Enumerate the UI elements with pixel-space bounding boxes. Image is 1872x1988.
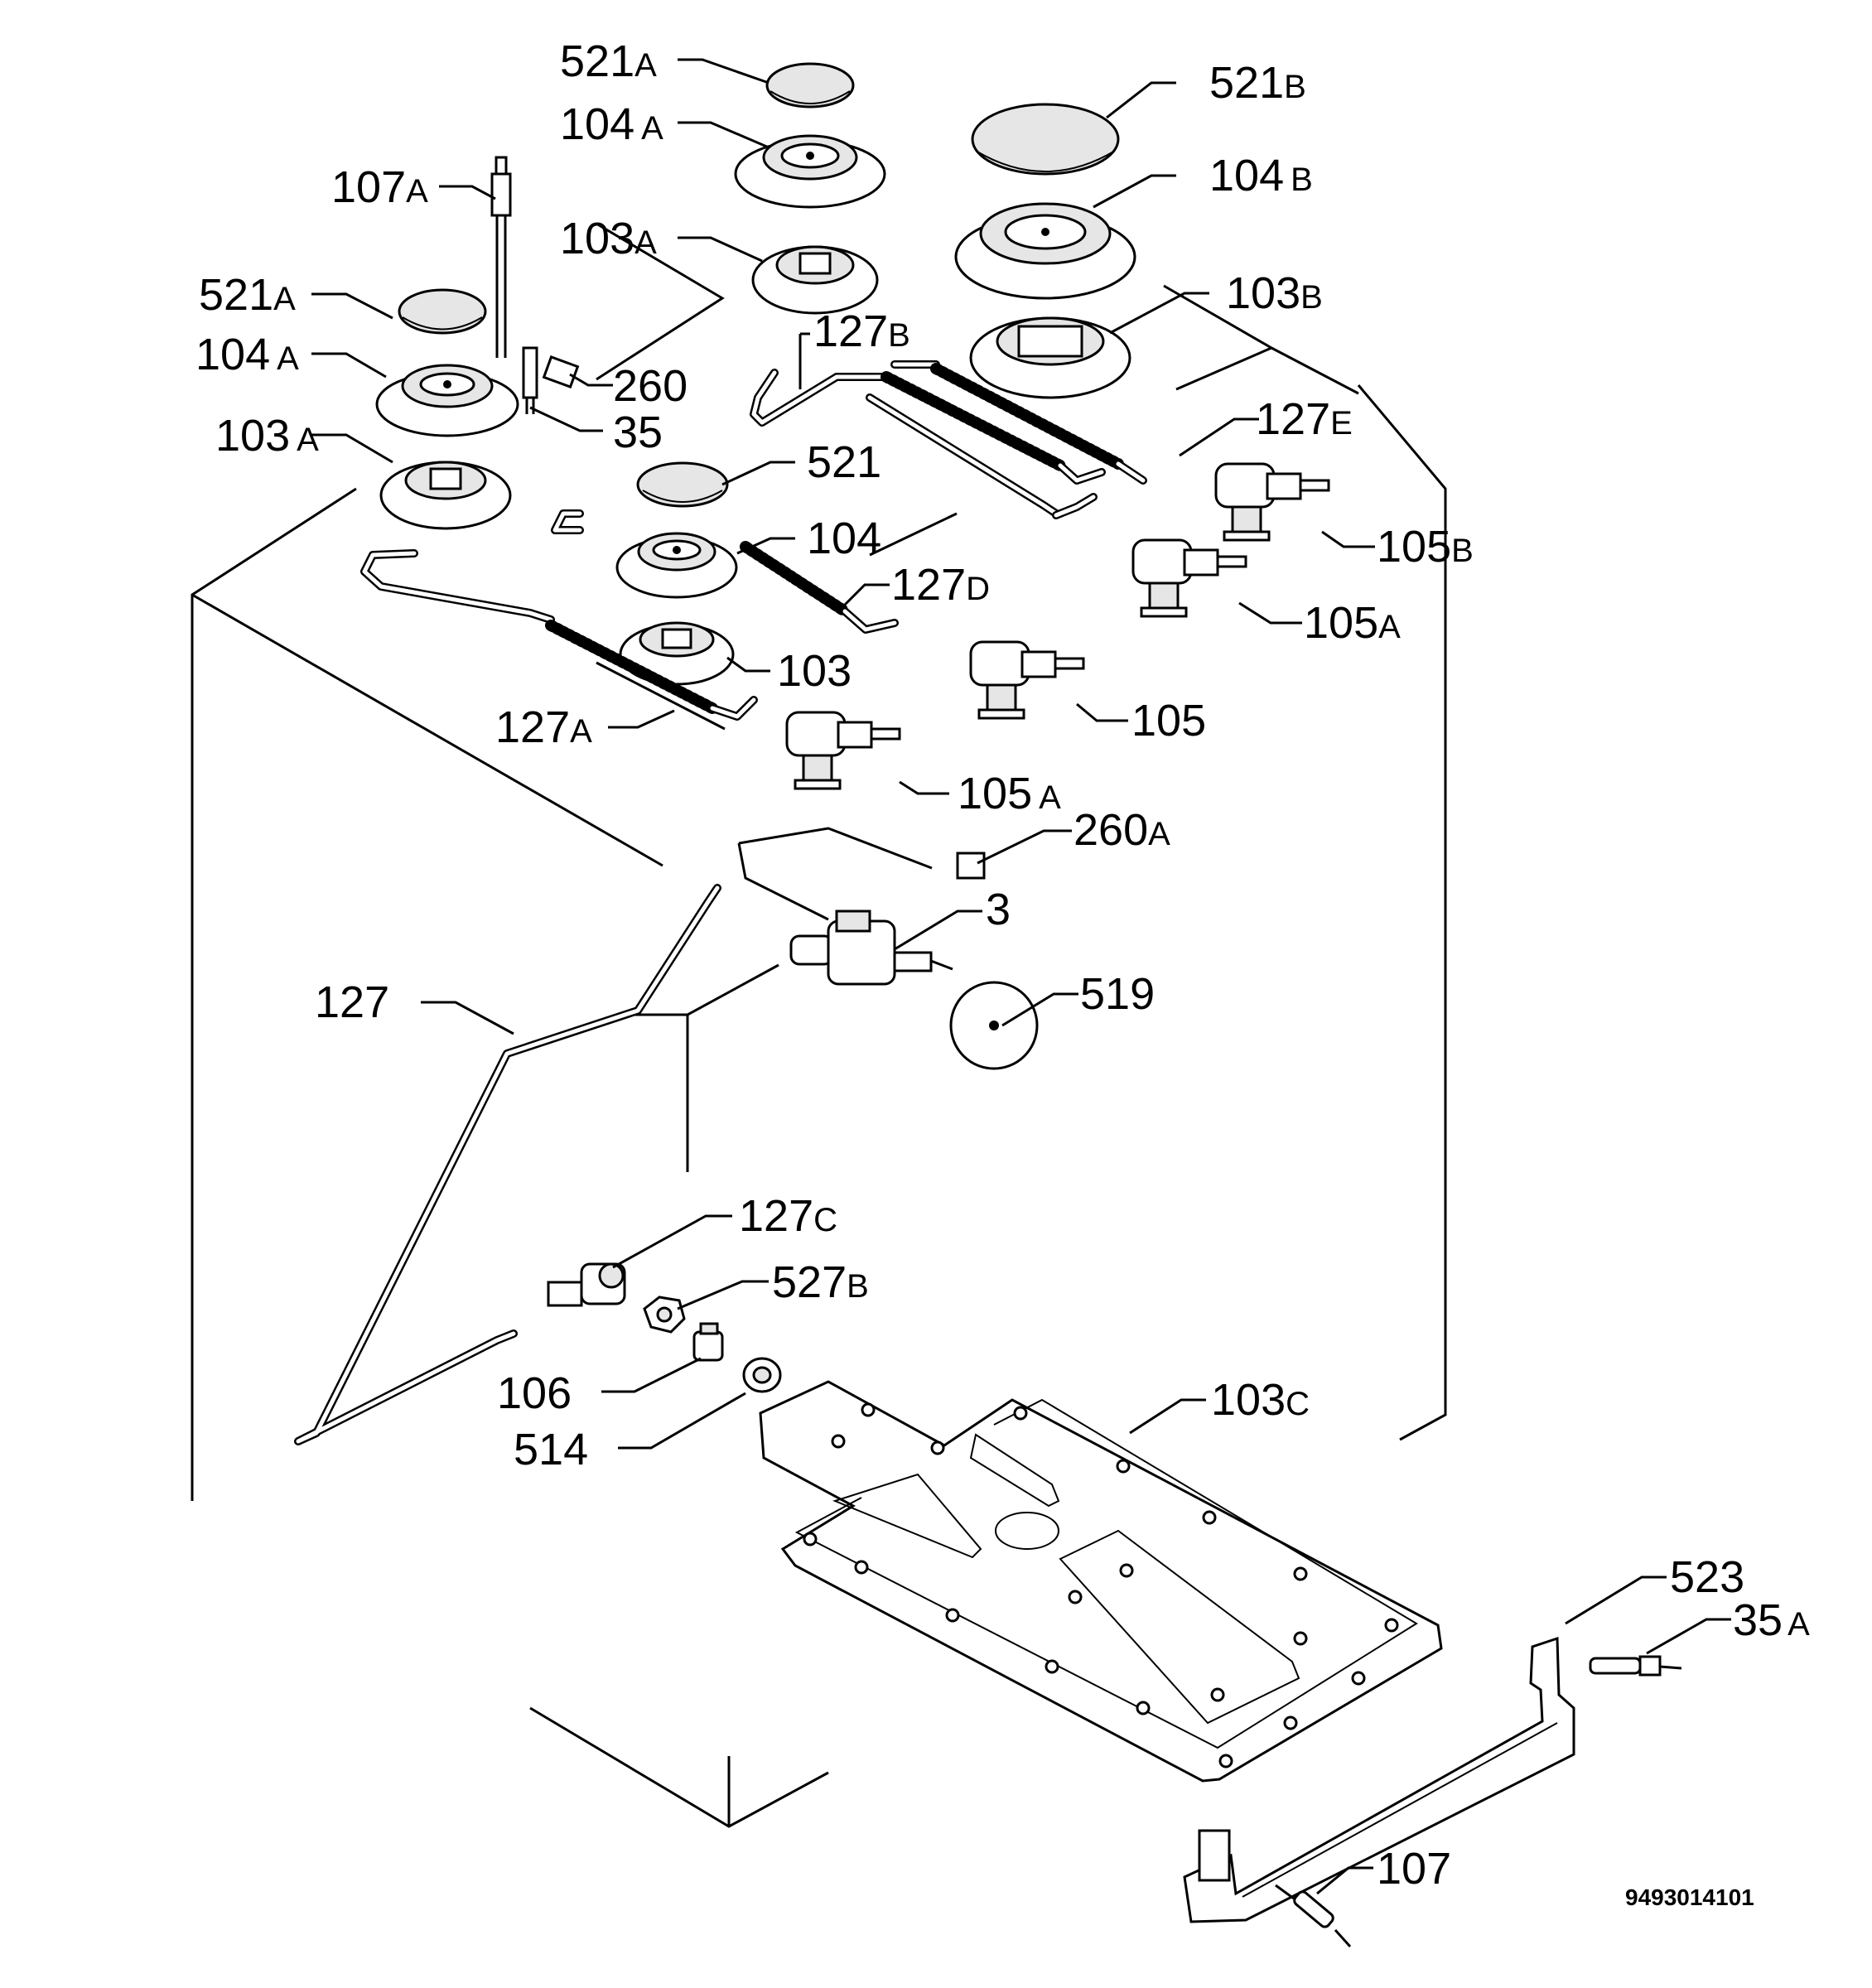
burner-base-103 (619, 621, 735, 686)
bush-514 (742, 1357, 782, 1393)
label-521b: 521B (1209, 58, 1306, 108)
label-527b: 527B (772, 1257, 869, 1307)
label-260a: 260A (1074, 805, 1170, 855)
label-514: 514 (514, 1425, 588, 1474)
thermocouple-107a (490, 156, 512, 358)
thermostat-clip-260a (956, 852, 986, 880)
label-105: 105 (1131, 696, 1206, 746)
label-103b: 103B (1226, 268, 1323, 318)
burner-cap-521a-left (398, 288, 487, 335)
label-523: 523 (1670, 1552, 1744, 1602)
label-127c: 127C (739, 1191, 837, 1241)
burner-base-103a-top (751, 245, 879, 315)
label-521: 521 (807, 437, 881, 487)
document-number: 9493014101 (1625, 1884, 1754, 1910)
hex-nut-527b (643, 1296, 686, 1334)
label-127b: 127B (813, 306, 910, 356)
label-35: 35 (613, 408, 663, 457)
label-3: 3 (986, 885, 1011, 934)
label-521a-left: 521A (199, 270, 296, 320)
burner-crown-104b (954, 202, 1136, 300)
label-521a-top: 521A (560, 36, 657, 86)
gas-tap-105 (969, 640, 1085, 720)
burner-crown-104a-top (734, 134, 886, 209)
label-105a-right: 105A (1304, 598, 1401, 648)
spark-electrode-35 (522, 346, 538, 414)
gas-tap-105a-right (1131, 538, 1247, 618)
label-103a-top: 103A (560, 214, 657, 263)
burner-cap-521a-top (765, 62, 855, 109)
leader-lines (311, 58, 1731, 1895)
burner-bracket-523 (1183, 1636, 1575, 1923)
oven-gas-valve-3 (789, 910, 953, 986)
injector-106 (692, 1322, 724, 1362)
gas-tap-105b (1214, 462, 1330, 542)
label-104: 104 (807, 514, 881, 563)
burner-crown-104 (615, 532, 738, 599)
label-107: 107 (1377, 1844, 1451, 1894)
burner-base-103a-left (379, 461, 512, 530)
label-260: 260 (613, 361, 688, 411)
burner-base-103b (969, 316, 1131, 399)
inlet-elbow-127c (547, 1262, 626, 1307)
burner-crown-104a-left (375, 364, 519, 437)
label-519: 519 (1080, 969, 1155, 1019)
thermocouple-107 (1275, 1884, 1352, 1948)
label-127e: 127E (1256, 394, 1353, 444)
label-127: 127 (315, 977, 389, 1027)
label-106: 106 (497, 1368, 572, 1418)
label-103c: 103C (1211, 1375, 1310, 1425)
spark-electrode-35a (1589, 1655, 1682, 1677)
label-107a: 107A (331, 162, 428, 212)
burner-cap-521b (971, 103, 1120, 176)
gas-pipes (294, 360, 1147, 1445)
label-103: 103 (777, 646, 852, 696)
label-127a: 127A (495, 702, 592, 752)
cabinet-outline (191, 222, 1447, 1828)
gas-tap-105a-left (785, 711, 901, 790)
label-127d: 127D (891, 560, 990, 610)
label-105b: 105B (1377, 522, 1474, 572)
burner-cap-521 (636, 461, 729, 508)
electrode-clip-260 (542, 355, 580, 388)
oven-burner-plate-103c (759, 1380, 1443, 1783)
thermostat-capillary (737, 827, 933, 921)
knob-bezel-519 (949, 981, 1039, 1070)
